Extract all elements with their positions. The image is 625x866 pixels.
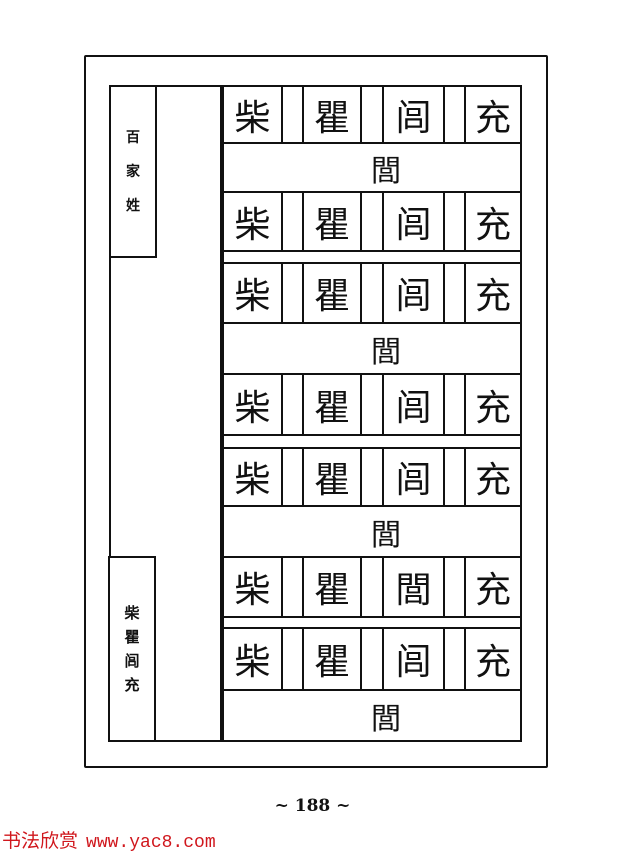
gap-cell xyxy=(281,556,304,618)
gap-cell xyxy=(281,373,304,436)
char-cell: 柴 xyxy=(222,447,283,507)
char-cell: 充 xyxy=(464,627,522,691)
char-cell: 闾 xyxy=(382,85,445,144)
gap-cell xyxy=(360,262,384,324)
section-title-box: 百 家 姓 xyxy=(109,85,157,258)
char-row: 柴 瞿 闾 充 xyxy=(222,373,522,436)
char-cell: 柴 xyxy=(222,556,283,618)
gap-cell xyxy=(360,85,384,144)
char-cell: 闾 xyxy=(382,627,445,691)
char-cell: 闾 xyxy=(382,373,445,436)
watermark: 书法欣赏 www.yac8.com xyxy=(2,826,216,853)
gap-cell xyxy=(443,262,466,324)
char-cell: 瞿 xyxy=(302,373,362,436)
page-outer-border xyxy=(84,55,548,768)
gap-cell xyxy=(281,191,304,252)
gap-cell xyxy=(360,627,384,691)
gap-cell xyxy=(281,85,304,144)
gap-cell xyxy=(281,627,304,691)
char-cell: 闾 xyxy=(382,262,445,324)
annotation-char: 閭 xyxy=(371,334,401,370)
gap-cell xyxy=(360,373,384,436)
gap-cell xyxy=(443,191,466,252)
annotation-char: 閭 xyxy=(371,153,401,189)
annotation-char: 閭 xyxy=(371,517,401,553)
gap-cell xyxy=(443,627,466,691)
annotation-char: 閭 xyxy=(371,701,401,737)
char-cell: 充 xyxy=(464,556,522,618)
char-cell: 柴 xyxy=(222,373,283,436)
char-cell: 瞿 xyxy=(302,556,362,618)
gap-cell xyxy=(443,447,466,507)
gap-cell xyxy=(360,191,384,252)
section-title-char: 家 xyxy=(126,163,140,180)
char-row: 柴 瞿 闾 充 xyxy=(222,447,522,507)
gap-cell xyxy=(443,85,466,144)
char-row: 柴 瞿 闾 充 xyxy=(222,627,522,691)
gap-cell xyxy=(281,447,304,507)
section-title-char: 百 xyxy=(126,129,140,146)
char-cell: 充 xyxy=(464,373,522,436)
char-cell: 瞿 xyxy=(302,191,362,252)
char-cell: 充 xyxy=(464,447,522,507)
entry-label-box: 柴 瞿 闾 充 xyxy=(108,556,156,742)
char-cell: 闾 xyxy=(382,191,445,252)
entry-label-char: 闾 xyxy=(124,652,140,670)
watermark-text: 书法欣赏 xyxy=(2,831,79,852)
annotation-row: 閭 xyxy=(222,505,522,558)
gap-cell xyxy=(443,373,466,436)
entry-label-char: 柴 xyxy=(124,604,140,622)
char-cell: 柴 xyxy=(222,262,283,324)
char-cell: 瞿 xyxy=(302,85,362,144)
char-cell: 瞿 xyxy=(302,627,362,691)
char-cell: 柴 xyxy=(222,85,283,144)
gap-cell xyxy=(281,262,304,324)
char-row: 柴 瞿 闾 充 xyxy=(222,262,522,324)
char-row: 柴 瞿 闾 充 xyxy=(222,191,522,252)
annotation-row: 閭 xyxy=(222,322,522,375)
annotation-row: 閭 xyxy=(222,142,522,193)
page-number: ~ 188 ~ xyxy=(274,796,351,816)
char-row: 柴 瞿 閭 充 xyxy=(222,556,522,618)
sidebar-divider xyxy=(220,85,222,742)
watermark-url[interactable]: www.yac8.com xyxy=(86,833,216,853)
char-cell: 閭 xyxy=(382,556,445,618)
gap-cell xyxy=(360,556,384,618)
char-cell: 充 xyxy=(464,262,522,324)
char-cell: 充 xyxy=(464,85,522,144)
char-cell: 充 xyxy=(464,191,522,252)
entry-label-char: 瞿 xyxy=(124,628,140,646)
char-cell: 柴 xyxy=(222,627,283,691)
annotation-row: 閭 xyxy=(222,689,522,742)
char-cell: 瞿 xyxy=(302,262,362,324)
gap-cell xyxy=(360,447,384,507)
char-row: 柴 瞿 闾 充 xyxy=(222,85,522,144)
section-title-char: 姓 xyxy=(126,197,140,214)
char-cell: 闾 xyxy=(382,447,445,507)
char-cell: 瞿 xyxy=(302,447,362,507)
gap-cell xyxy=(443,556,466,618)
entry-label-char: 充 xyxy=(124,676,140,694)
char-cell: 柴 xyxy=(222,191,283,252)
